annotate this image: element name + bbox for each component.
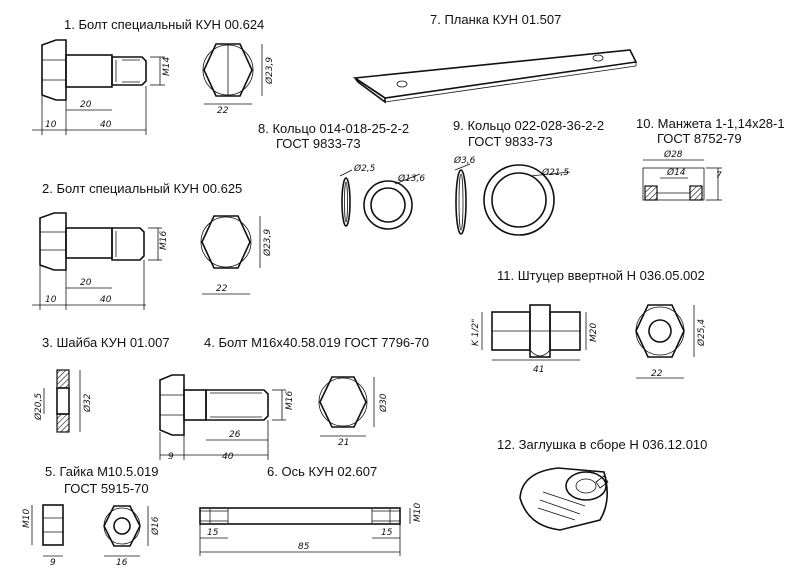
part-5-nut-end-view: 16 Ø16 [103, 505, 161, 568]
part-1-across-label: Ø23,9 [264, 57, 275, 85]
caption-part-6: 6. Ось КУН 02.607 [267, 464, 378, 479]
part-3-inner-label: Ø20,5 [33, 393, 44, 421]
part-4-bolt-head-view: 21 Ø30 [318, 376, 389, 448]
part-11-thread-label: M20 [589, 323, 599, 342]
part-4-bolt-side-view: M16 26 9 40 [159, 374, 295, 462]
part-6-thread-label: M10 [413, 503, 423, 522]
part-4-length-label: 40 [222, 452, 234, 462]
part-8-section-label: Ø2,5 [353, 163, 376, 174]
part-11-across-label: Ø25,4 [696, 319, 707, 347]
part-10-height-label: 7 [716, 171, 722, 181]
part-3-outer-label: Ø32 [82, 393, 93, 413]
part-1-head-label: 10 [45, 120, 57, 130]
part-1-bolt-side-view: M14 20 10 40 [32, 39, 172, 135]
part-1-length-label: 40 [100, 120, 112, 130]
part-12-plug-assembly [519, 467, 609, 531]
part-6-left-label: 15 [207, 528, 219, 538]
caption-part-11: 11. Штуцер ввертной Н 036.05.002 [497, 268, 705, 283]
caption-part-8-line1: 8. Кольцо 014-018-25-2-2 [258, 121, 410, 136]
part-2-head-label: 10 [45, 295, 57, 305]
caption-part-8-line2: ГОСТ 9833-73 [276, 136, 361, 151]
part-1-flats-label: 22 [217, 106, 229, 116]
part-2-flats-label: 22 [216, 284, 228, 294]
caption-part-1: 1. Болт специальный КУН 00.624 [64, 17, 265, 32]
part-2-thread-label: M16 [159, 231, 169, 250]
part-11-union-side-view: K 1/2" M20 41 [471, 304, 599, 375]
part-4-shank-label: 26 [229, 430, 241, 440]
part-8-o-ring: Ø2,5 Ø13,6 [339, 163, 425, 230]
caption-part-10-line1: 10. Манжета 1-1,14х28-1 [636, 116, 785, 131]
part-9-o-ring: Ø3,6 Ø21,5 [453, 155, 571, 236]
caption-part-7: 7. Планка КУН 01.507 [430, 12, 562, 27]
part-5-across-label: Ø16 [150, 516, 161, 536]
part-10-cuff-section: Ø28 Ø14 7 [642, 149, 722, 201]
part-9-section-label: Ø3,6 [453, 155, 476, 166]
part-11-length-label: 41 [533, 365, 544, 375]
part-8-diameter-label: Ø13,6 [397, 173, 425, 184]
part-11-union-end-view: 22 Ø25,4 [635, 304, 707, 379]
part-10-outer-label: Ø28 [663, 149, 683, 160]
part-10-inner-label: Ø14 [666, 167, 686, 178]
part-11-pipe-thread-label: K 1/2" [471, 319, 481, 346]
part-4-thread-label: M16 [285, 391, 295, 410]
part-5-nut-side-view: M10 9 [22, 504, 64, 568]
caption-part-2: 2. Болт специальный КУН 00.625 [42, 181, 243, 196]
part-6-right-label: 15 [381, 528, 393, 538]
part-1-bolt-head-view: 22 Ø23,9 [202, 43, 275, 116]
part-1-shank-label: 20 [80, 100, 92, 110]
part-6-axle: 15 15 85 M10 [199, 503, 423, 556]
caption-part-9-line2: ГОСТ 9833-73 [468, 134, 553, 149]
part-2-bolt-head-view: 22 Ø23,9 [200, 215, 273, 295]
caption-part-12: 12. Заглушка в сборе Н 036.12.010 [497, 437, 708, 452]
caption-part-5-line2: ГОСТ 5915-70 [64, 481, 149, 496]
part-9-diameter-label: Ø21,5 [541, 167, 569, 178]
part-5-height-label: 9 [50, 558, 56, 568]
part-4-flats-label: 21 [338, 438, 349, 448]
caption-part-10-line2: ГОСТ 8752-79 [657, 131, 742, 146]
part-1-thread-label: M14 [162, 57, 172, 76]
part-4-across-label: Ø30 [378, 393, 389, 413]
caption-part-9-line1: 9. Кольцо 022-028-36-2-2 [453, 118, 605, 133]
caption-part-4: 4. Болт М16х40.58.019 ГОСТ 7796-70 [204, 335, 429, 350]
part-5-thread-label: M10 [22, 509, 32, 528]
part-3-washer-section: Ø20,5 Ø32 [33, 369, 93, 433]
part-11-flats-label: 22 [651, 369, 663, 379]
part-5-flats-label: 16 [116, 558, 128, 568]
part-2-shank-label: 20 [80, 278, 92, 288]
caption-part-5-line1: 5. Гайка М10.5.019 [45, 464, 159, 479]
caption-part-3: 3. Шайба КУН 01.007 [42, 335, 170, 350]
part-6-length-label: 85 [298, 542, 310, 552]
part-2-across-label: Ø23,9 [262, 229, 273, 257]
part-4-head-label: 9 [168, 452, 174, 462]
part-2-bolt-side-view: M16 20 10 40 [32, 212, 169, 310]
part-2-length-label: 40 [100, 295, 112, 305]
part-7-plate [352, 49, 638, 104]
